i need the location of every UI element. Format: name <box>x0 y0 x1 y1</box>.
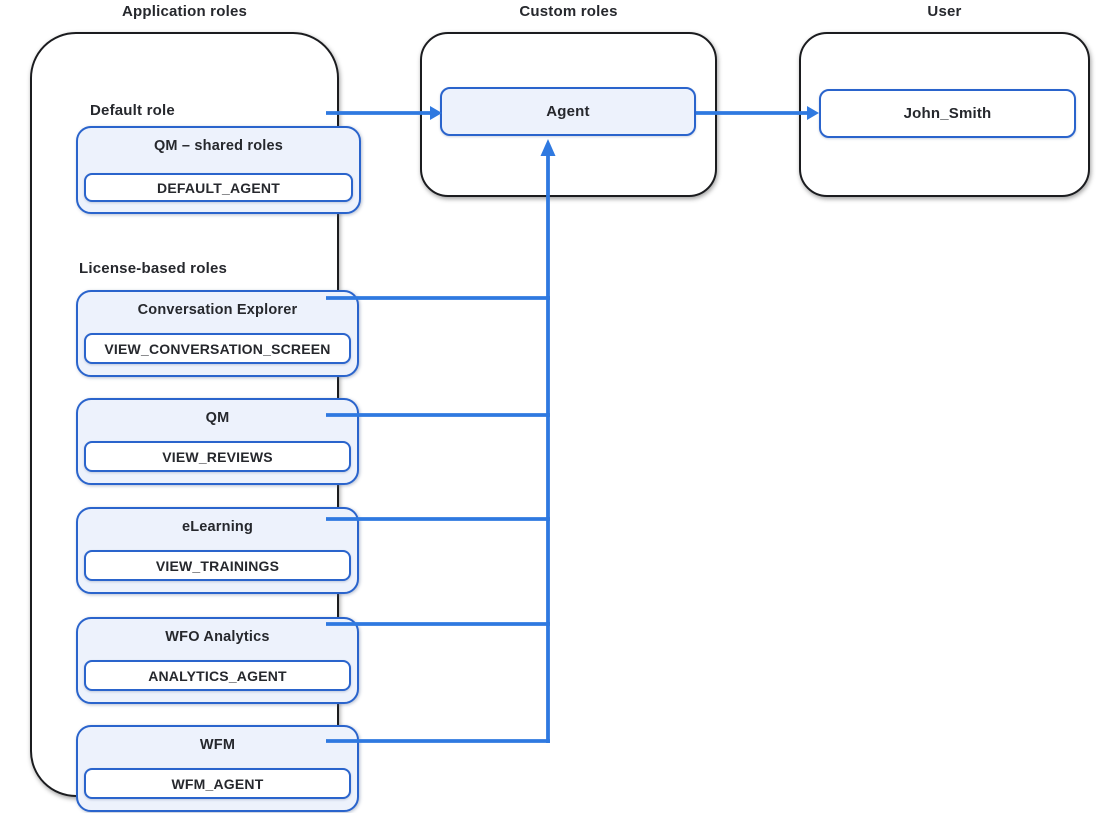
column-title-application-roles: Application roles <box>121 3 248 20</box>
license-role-permission: VIEW_CONVERSATION_SCREEN <box>84 333 351 364</box>
license-role-box-elearning: eLearning VIEW_TRAININGS <box>76 507 359 594</box>
license-role-box-conversation-explorer: Conversation Explorer VIEW_CONVERSATION_… <box>76 290 359 377</box>
license-role-permission: VIEW_REVIEWS <box>84 441 351 472</box>
license-role-box-wfo-analytics: WFO Analytics ANALYTICS_AGENT <box>76 617 359 704</box>
default-role-permission: DEFAULT_AGENT <box>84 173 353 202</box>
license-role-permission: WFM_AGENT <box>84 768 351 799</box>
license-role-title: eLearning <box>181 519 254 535</box>
application-roles-container: Default role QM – shared roles DEFAULT_A… <box>30 32 361 812</box>
user-john-smith-box: John_Smith <box>819 89 1076 138</box>
license-role-box-wfm: WFM WFM_AGENT <box>76 725 359 812</box>
license-role-box-qm: QM VIEW_REVIEWS <box>76 398 359 485</box>
default-role-section-label: Default role <box>90 102 175 119</box>
default-role-box-title: QM – shared roles <box>153 138 284 154</box>
license-role-title: QM <box>205 410 230 426</box>
default-role-box: QM – shared roles DEFAULT_AGENT <box>76 126 361 214</box>
custom-role-agent-box: Agent <box>440 87 696 136</box>
license-role-permission: VIEW_TRAININGS <box>84 550 351 581</box>
license-roles-section-label: License-based roles <box>79 260 228 277</box>
column-title-user: User <box>927 3 962 20</box>
license-role-title: WFO Analytics <box>165 629 270 645</box>
edge-trunk-to-agent <box>540 139 556 743</box>
license-role-title: WFM <box>199 737 236 753</box>
column-title-custom-roles: Custom roles <box>519 3 618 20</box>
license-role-title: Conversation Explorer <box>137 302 298 318</box>
license-role-permission: ANALYTICS_AGENT <box>84 660 351 691</box>
